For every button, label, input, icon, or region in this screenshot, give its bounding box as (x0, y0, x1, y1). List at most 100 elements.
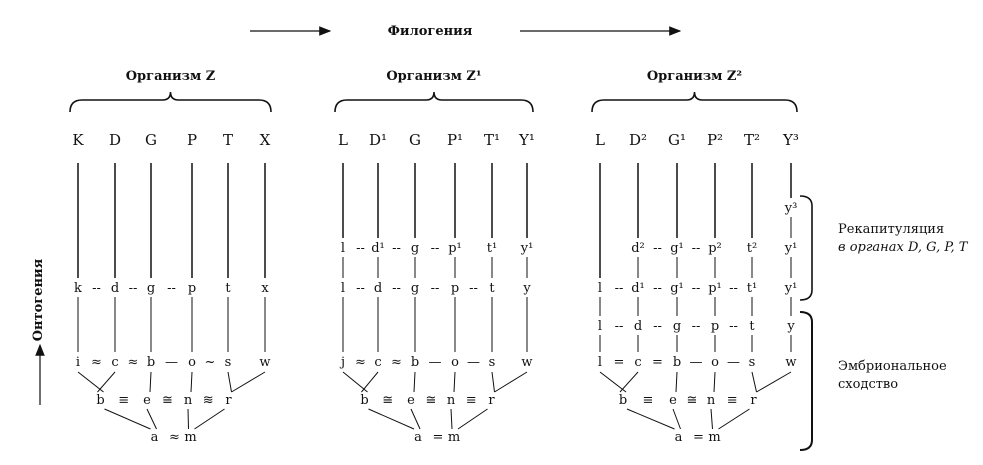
embryo-branch (626, 408, 675, 430)
similarity-relation: ≡ (466, 393, 477, 408)
ontogeny-node: g (147, 281, 155, 296)
embryo-branch (751, 371, 757, 393)
zygote-node: a (414, 430, 422, 445)
zygote-node: m (448, 430, 460, 445)
embryo-branch (599, 371, 627, 393)
recapitulation-label-line2: в органах D, G, P, T (838, 240, 969, 255)
similarity-relation: ≈ (391, 355, 402, 370)
embryo-node: e (143, 393, 151, 408)
similarity-relation: -- (729, 281, 738, 296)
embryo-branch (342, 371, 368, 393)
embryo-branch (491, 371, 495, 393)
similarity-relation: = (693, 430, 704, 445)
ontogeny-node: l (598, 319, 602, 334)
similarity-relation: — (467, 355, 480, 370)
phylogeny-label: Филогения (388, 24, 473, 39)
ontogeny-node: t (749, 319, 755, 334)
organism-title: Организм Z¹ (386, 69, 481, 84)
ontogeny-node: p¹ (448, 241, 462, 256)
zygote-node: a (675, 430, 683, 445)
similarity-relation: ≡ (118, 393, 129, 408)
similarity-relation: -- (653, 281, 662, 296)
embryo-branch (675, 371, 678, 393)
embryo-branch (713, 371, 716, 393)
organ-label: G¹ (668, 131, 686, 149)
ontogeny-node: g (411, 281, 419, 296)
organ-label: K (72, 131, 84, 149)
ontogeny-node: d² (631, 241, 645, 256)
similarity-relation: -- (615, 319, 624, 334)
zygote-node: m (708, 430, 720, 445)
ontogeny-node: w (259, 355, 270, 370)
ontogeny-node: o (188, 355, 196, 370)
organ-label: D¹ (369, 131, 387, 149)
similarity-relation: ≡ (643, 393, 654, 408)
embryo-branch (187, 408, 189, 430)
similarity-relation: -- (92, 281, 101, 296)
organism-brace (591, 91, 798, 113)
similarity-relation: — (429, 355, 442, 370)
ontogeny-node: y¹ (784, 281, 798, 296)
similarity-relation: -- (167, 281, 176, 296)
ontogeny-node: o (711, 355, 719, 370)
organ-label: T¹ (484, 131, 500, 149)
organ-label: D² (629, 131, 647, 149)
embryo-branch (77, 371, 104, 393)
ontogeny-node: s (225, 355, 232, 370)
embryo-branch (368, 408, 415, 430)
organ-label: P² (707, 131, 723, 149)
ontogeny-node: l (598, 281, 602, 296)
ontogeny-node: g¹ (670, 241, 684, 256)
similarity-relation: -- (692, 241, 701, 256)
ontogeny-node: b (147, 355, 155, 370)
ontogeny-node: t² (747, 241, 757, 256)
similarity-relation: ≅ (687, 393, 698, 408)
embryo-node: n (707, 393, 716, 408)
embryo-branch (494, 371, 528, 393)
ontogeny-node: t (489, 281, 495, 296)
embryo-branch (104, 408, 151, 430)
ontogeny-label: Онтогения (31, 258, 46, 341)
similarity-relation: — (165, 355, 178, 370)
embryo-branch (453, 371, 456, 393)
embryonic-similarity-bracket (799, 311, 813, 451)
similarity-relation: -- (653, 319, 662, 334)
ontogeny-node: y³ (784, 201, 798, 216)
similarity-relation: ≅ (382, 393, 393, 408)
ontogeny-node: b (673, 355, 681, 370)
embryo-branch (410, 408, 421, 430)
similarity-relation: ~ (205, 355, 216, 370)
embryo-node: e (407, 393, 415, 408)
ontogeny-node: l (341, 281, 345, 296)
organ-label: Y³ (782, 131, 799, 149)
ontogeny-node: c (374, 355, 381, 370)
similarity-relation: -- (392, 241, 401, 256)
ontogeny-node: d¹ (371, 241, 385, 256)
embryonic-label-line1: Эмбриональное (838, 359, 947, 374)
embryo-node: n (447, 393, 456, 408)
organism-brace (334, 91, 534, 113)
ontogeny-node: d¹ (631, 281, 645, 296)
similarity-relation: ≈ (169, 430, 180, 445)
ontogeny-node: y (786, 319, 795, 334)
ontogeny-node: y¹ (784, 241, 798, 256)
ontogeny-node: w (521, 355, 532, 370)
embryo-branch (194, 408, 225, 430)
embryo-branch (450, 408, 453, 430)
similarity-relation: ≡ (727, 393, 738, 408)
organ-label: T (223, 131, 233, 149)
ontogeny-node: d (374, 281, 382, 296)
organism-brace (69, 91, 272, 113)
zygote-node: m (184, 430, 196, 445)
ontogeny-node: y¹ (520, 241, 534, 256)
embryo-node: e (669, 393, 677, 408)
organ-label: X (260, 131, 271, 149)
recapitulation-label-line1: Рекапитуляция (838, 222, 944, 237)
organ-label: G (409, 131, 421, 149)
similarity-relation: -- (692, 319, 701, 334)
ontogeny-node: p (451, 281, 459, 296)
organism-title: Организм Z² (647, 69, 742, 84)
ontogeny-node: x (261, 281, 269, 296)
embryo-node: r (488, 393, 495, 408)
